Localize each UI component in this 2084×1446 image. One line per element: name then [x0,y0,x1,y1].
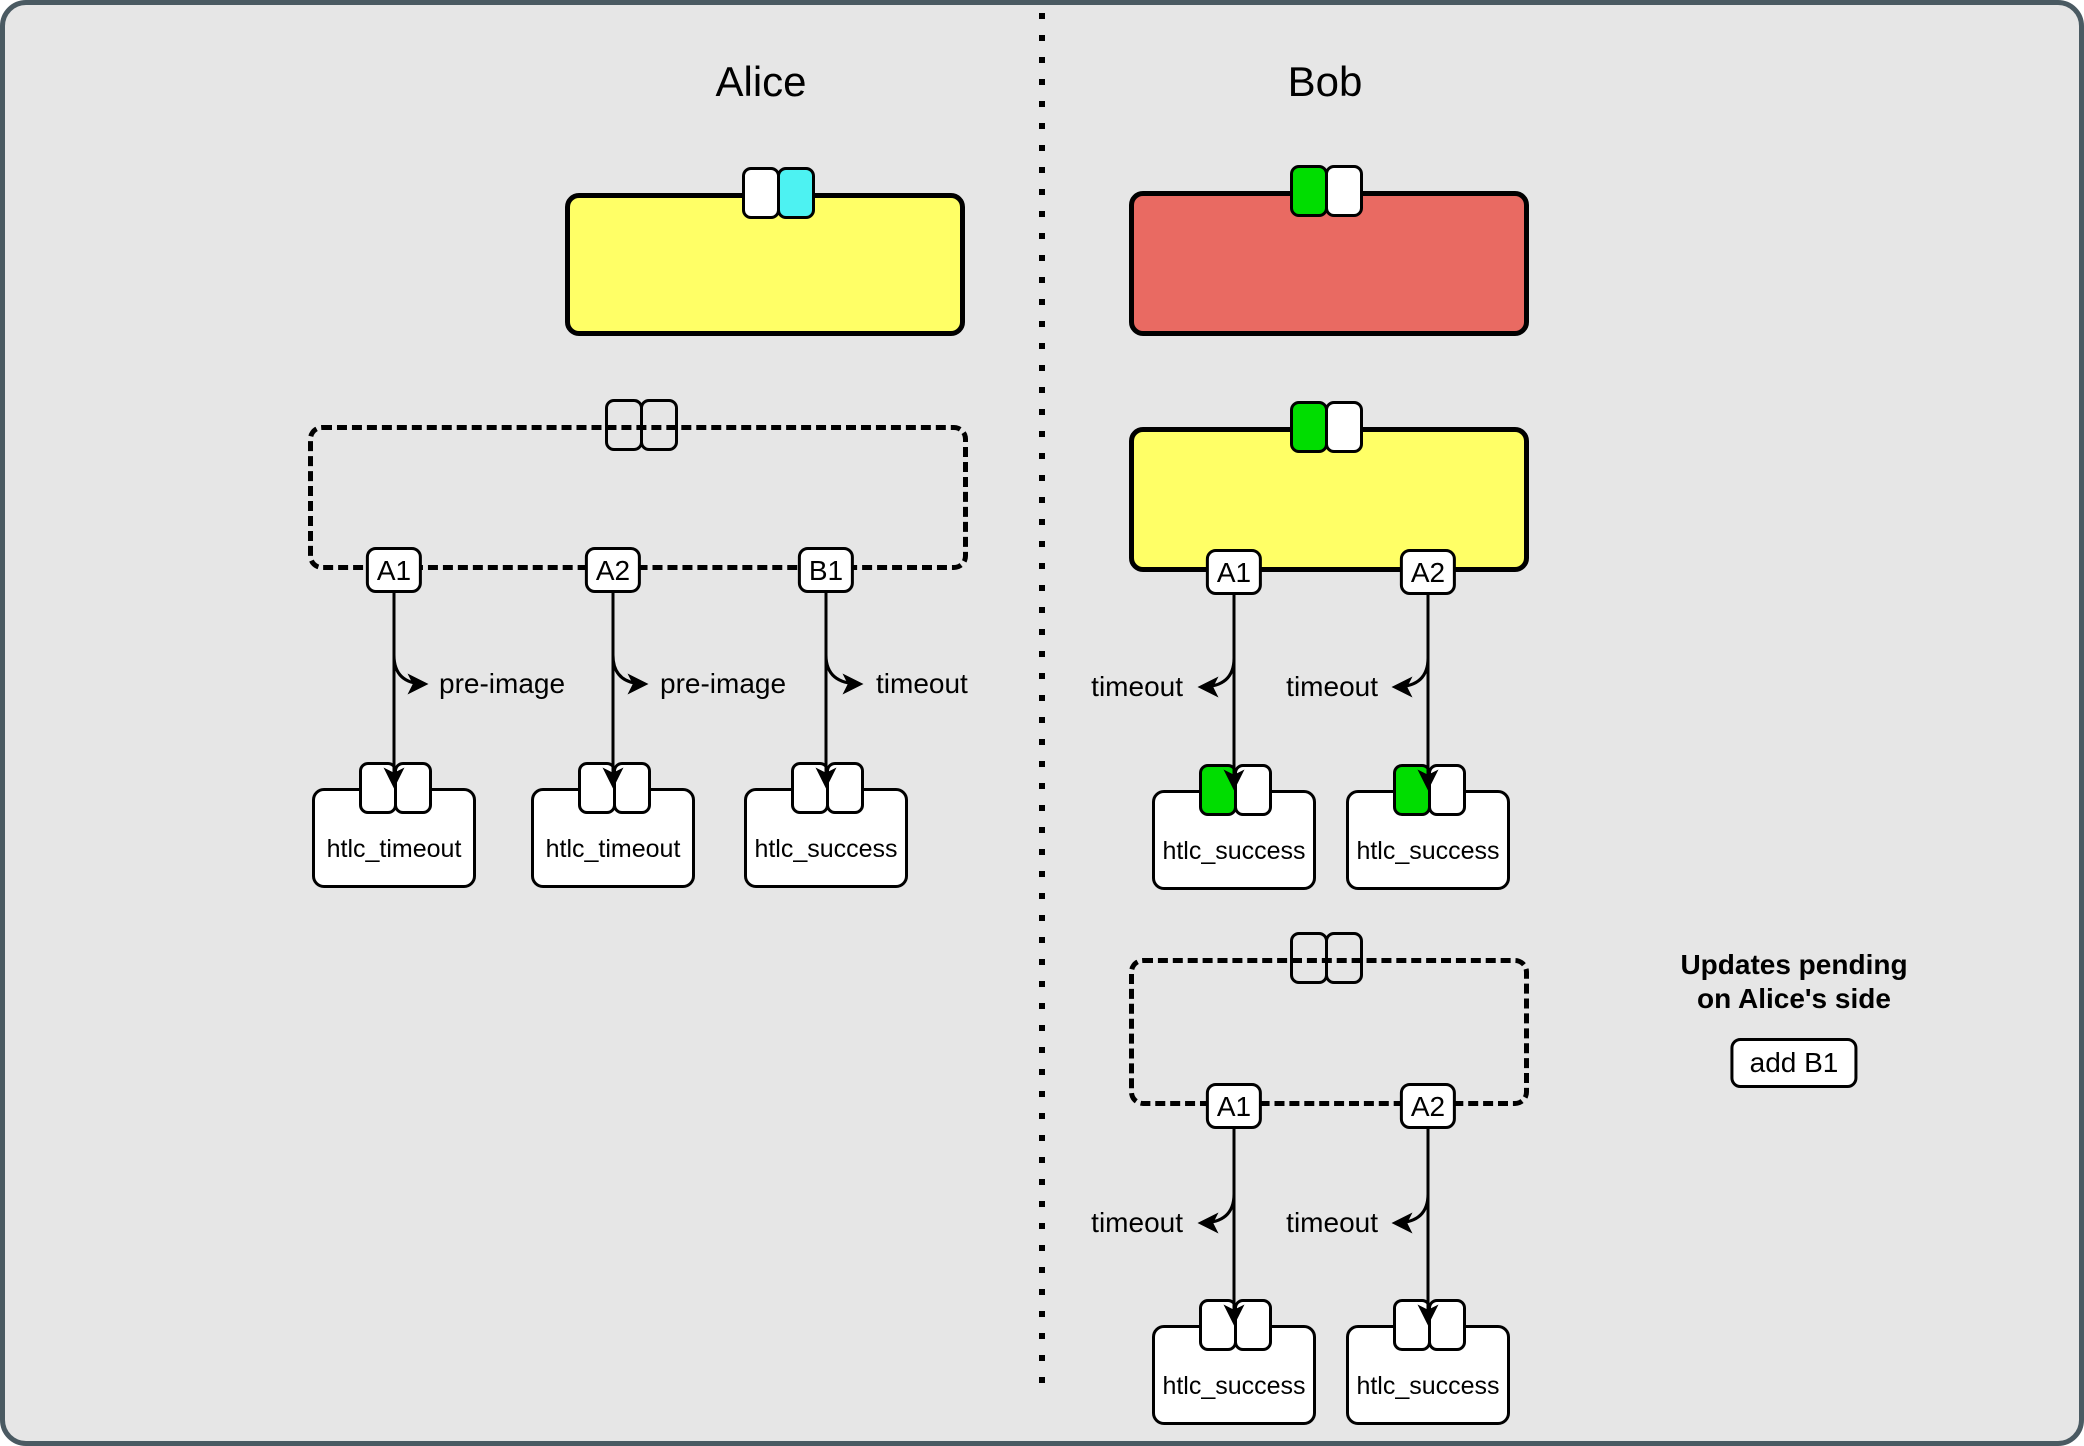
output-marker-white [1325,401,1363,453]
column-divider [1039,13,1045,1393]
pending-updates-title-line1: Updates pending [1680,949,1908,980]
bob-pending-commitment-box [1129,958,1529,1106]
htlc-box-label: htlc_success [1356,1372,1500,1400]
htlc-box-markers [791,762,864,814]
output-marker-white [578,762,616,814]
flow-label-timeout: timeout [876,668,968,699]
htlc-tag-a1[interactable]: A1 [1205,1083,1263,1129]
flow-arrow-bob-lower-a2 [1391,1129,1439,1326]
flow-label-pre-image: pre-image [660,668,787,699]
flow-label-pre-image: pre-image [439,668,566,699]
flow-label-timeout: timeout [1286,1207,1378,1238]
flow-arrow-b1 [815,593,864,789]
htlc-tag-a1[interactable]: A1 [365,547,423,593]
bob-remote-commitment-markers [1290,165,1363,217]
htlc-box-label: htlc_success [1356,837,1500,865]
output-marker-white [742,167,780,219]
htlc-box-label: htlc_timeout [326,835,462,863]
htlc-tag-b1[interactable]: B1 [797,547,855,593]
output-marker-green [1290,401,1328,453]
bob-local-commitment-markers [1290,401,1363,453]
output-marker-empty [1325,932,1363,984]
output-marker-cyan [777,167,815,219]
flow-arrow-bob-upper-a1 [1197,595,1245,791]
pending-updates-title-line2: on Alice's side [1697,983,1891,1014]
output-marker-white [1325,165,1363,217]
htlc-box-markers [1393,764,1466,816]
column-title-bob: Bob [1287,58,1363,105]
bob-pending-commitment-markers [1290,932,1363,984]
output-marker-white [359,762,397,814]
htlc-box-label: htlc_success [1162,837,1306,865]
htlc-box-markers [1199,764,1272,816]
htlc-box-label: htlc_timeout [545,835,681,863]
htlc-tag-a2[interactable]: A2 [1399,1083,1457,1129]
flow-arrow-a1 [383,593,429,789]
column-title-alice: Alice [715,58,807,105]
htlc-tag-a1[interactable]: A1 [1205,549,1263,595]
output-marker-white [613,762,651,814]
pending-update-item-add-b1[interactable]: add B1 [1730,1038,1858,1088]
htlc-tag-a2[interactable]: A2 [584,547,642,593]
flow-label-timeout: timeout [1286,671,1378,702]
alice-pending-commitment-markers [605,399,678,451]
flow-label-timeout: timeout [1091,1207,1183,1238]
output-marker-white [826,762,864,814]
pending-updates-note: Updates pending on Alice's side add B1 [1680,948,1908,1088]
flow-label-timeout: timeout [1091,671,1183,702]
htlc-box-markers [1199,1299,1272,1351]
output-marker-green [1199,764,1237,816]
output-marker-white [791,762,829,814]
htlc-box-markers [1393,1299,1466,1351]
flow-arrow-bob-upper-a2 [1391,595,1439,791]
alice-commitment-markers [742,167,815,219]
htlc-box-label: htlc_success [754,835,898,863]
output-marker-empty [640,399,678,451]
htlc-box-label: htlc_success [1162,1372,1306,1400]
output-marker-white [1234,764,1272,816]
output-marker-empty [605,399,643,451]
htlc-box-markers [578,762,651,814]
flow-arrow-bob-lower-a1 [1197,1129,1245,1326]
htlc-tag-a2[interactable]: A2 [1399,549,1457,595]
output-marker-white [1199,1299,1237,1351]
htlc-box: htlc_timeout [312,788,476,888]
htlc-box: htlc_timeout [531,788,695,888]
output-marker-green [1393,764,1431,816]
output-marker-white [1428,1299,1466,1351]
output-marker-empty [1290,932,1328,984]
output-marker-white [1393,1299,1431,1351]
output-marker-green [1290,165,1328,217]
htlc-box-markers [359,762,432,814]
output-marker-white [1234,1299,1272,1351]
output-marker-white [394,762,432,814]
output-marker-white [1428,764,1466,816]
flow-arrow-a2 [602,593,649,789]
